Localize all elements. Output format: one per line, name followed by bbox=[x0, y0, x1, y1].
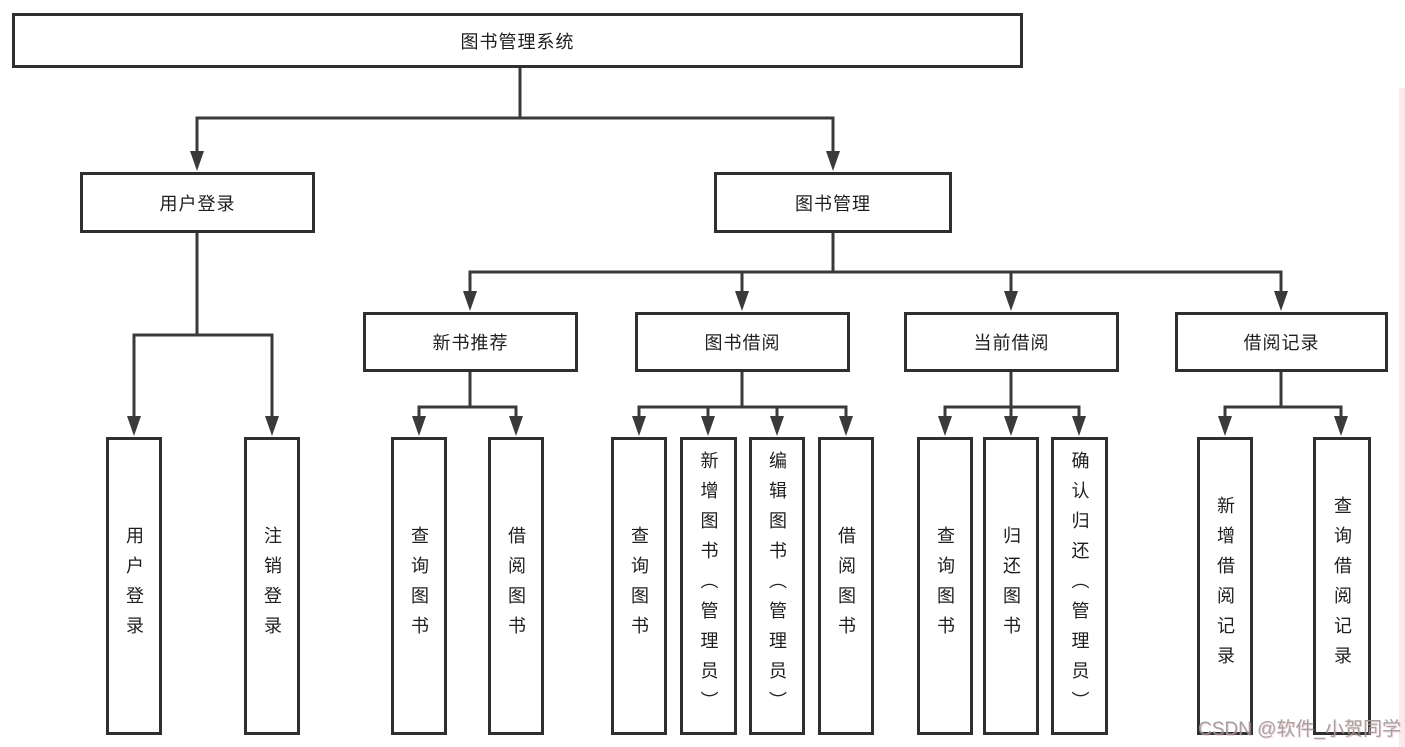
leaf-br-query-borrow-record-label: 查询借阅记录 bbox=[1332, 496, 1352, 676]
node-borrow-record-label: 借阅记录 bbox=[1243, 333, 1320, 353]
leaf-br-query-borrow-record: 查询借阅记录 bbox=[1313, 437, 1371, 735]
leaf-bb-add-book-admin: 新增图书（管理员） bbox=[680, 437, 737, 735]
leaf-user-login-label: 用户登录 bbox=[124, 526, 144, 646]
node-user-login-label: 用户登录 bbox=[159, 193, 236, 214]
leaf-logout-login: 注销登录 bbox=[244, 437, 300, 735]
leaf-nb-query-book: 查询图书 bbox=[391, 437, 447, 735]
node-new-book-recommend: 新书推荐 bbox=[363, 312, 578, 372]
leaf-bb-query-book: 查询图书 bbox=[611, 437, 667, 735]
node-current-borrow: 当前借阅 bbox=[904, 312, 1119, 372]
leaf-br-add-borrow-record: 新增借阅记录 bbox=[1197, 437, 1253, 735]
leaf-bb-edit-book-admin: 编辑图书（管理员） bbox=[749, 437, 805, 735]
node-library-management-system: 图书管理系统 bbox=[12, 13, 1023, 68]
leaf-cb-return-book-label: 归还图书 bbox=[1001, 526, 1021, 646]
node-library-management-system-label: 图书管理系统 bbox=[460, 31, 575, 52]
node-user-login: 用户登录 bbox=[80, 172, 315, 233]
node-book-borrow: 图书借阅 bbox=[635, 312, 850, 372]
node-book-management: 图书管理 bbox=[714, 172, 952, 233]
leaf-bb-borrow-book: 借阅图书 bbox=[818, 437, 874, 735]
leaf-br-add-borrow-record-label: 新增借阅记录 bbox=[1215, 496, 1235, 676]
csdn-watermark: CSDN @软件_小贺同学 bbox=[1198, 719, 1401, 740]
leaf-logout-login-label: 注销登录 bbox=[262, 526, 282, 646]
leaf-cb-query-book: 查询图书 bbox=[917, 437, 973, 735]
right-edge-strip bbox=[1399, 88, 1405, 747]
node-book-borrow-label: 图书借阅 bbox=[704, 333, 781, 353]
leaf-cb-confirm-return-admin: 确认归还（管理员） bbox=[1051, 437, 1108, 735]
node-new-book-recommend-label: 新书推荐 bbox=[432, 333, 509, 353]
leaf-cb-confirm-return-admin-label: 确认归还（管理员） bbox=[1069, 451, 1090, 721]
node-borrow-record: 借阅记录 bbox=[1175, 312, 1388, 372]
leaf-bb-query-book-label: 查询图书 bbox=[629, 526, 649, 646]
leaf-cb-return-book: 归还图书 bbox=[983, 437, 1039, 735]
leaf-bb-add-book-admin-label: 新增图书（管理员） bbox=[698, 451, 719, 721]
node-book-management-label: 图书管理 bbox=[795, 193, 871, 214]
leaf-user-login: 用户登录 bbox=[106, 437, 162, 735]
node-current-borrow-label: 当前借阅 bbox=[973, 333, 1050, 353]
leaf-nb-query-book-label: 查询图书 bbox=[409, 526, 429, 646]
leaf-nb-borrow-book-label: 借阅图书 bbox=[506, 526, 526, 646]
leaf-bb-edit-book-admin-label: 编辑图书（管理员） bbox=[767, 451, 787, 721]
leaf-nb-borrow-book: 借阅图书 bbox=[488, 437, 544, 735]
leaf-bb-borrow-book-label: 借阅图书 bbox=[836, 526, 856, 646]
leaf-cb-query-book-label: 查询图书 bbox=[935, 526, 955, 646]
